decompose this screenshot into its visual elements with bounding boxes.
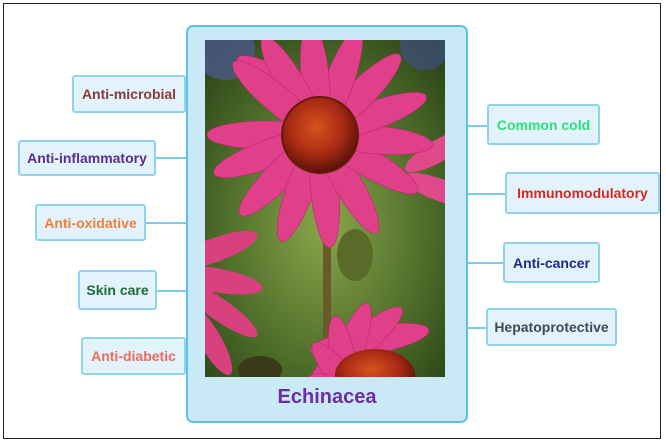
anti-cancer-label: Anti-cancer bbox=[513, 255, 590, 271]
box-anti-oxidative: Anti-oxidative bbox=[35, 204, 146, 241]
echinacea-flower-image bbox=[205, 40, 445, 377]
box-common-cold: Common cold bbox=[487, 104, 600, 145]
box-anti-inflammatory: Anti-inflammatory bbox=[18, 140, 156, 176]
connector-skin-care bbox=[157, 290, 186, 292]
box-immunomodulatory: Immunomodulatory bbox=[505, 172, 660, 214]
center-title: Echinacea bbox=[188, 386, 466, 409]
anti-diabetic-label: Anti-diabetic bbox=[91, 348, 176, 364]
connector-anti-oxidative bbox=[146, 222, 186, 224]
skin-care-label: Skin care bbox=[86, 282, 148, 298]
common-cold-label: Common cold bbox=[497, 117, 590, 133]
echinacea-card: Echinacea bbox=[186, 25, 468, 423]
immunomodulatory-label: Immunomodulatory bbox=[517, 185, 648, 201]
connector-immunomodulatory bbox=[468, 193, 505, 195]
box-anti-diabetic: Anti-diabetic bbox=[81, 337, 186, 375]
connector-hepatoprotective bbox=[468, 327, 486, 329]
connector-common-cold bbox=[468, 125, 487, 127]
box-anti-microbial: Anti-microbial bbox=[72, 75, 186, 113]
box-anti-cancer: Anti-cancer bbox=[503, 242, 600, 283]
box-hepatoprotective: Hepatoprotective bbox=[486, 308, 617, 346]
anti-microbial-label: Anti-microbial bbox=[82, 86, 176, 102]
anti-oxidative-label: Anti-oxidative bbox=[44, 215, 137, 231]
anti-inflammatory-label: Anti-inflammatory bbox=[27, 150, 147, 166]
hepatoprotective-label: Hepatoprotective bbox=[494, 319, 608, 335]
box-skin-care: Skin care bbox=[78, 270, 157, 310]
connector-anti-cancer bbox=[468, 262, 503, 264]
connector-anti-inflammatory bbox=[156, 157, 186, 159]
